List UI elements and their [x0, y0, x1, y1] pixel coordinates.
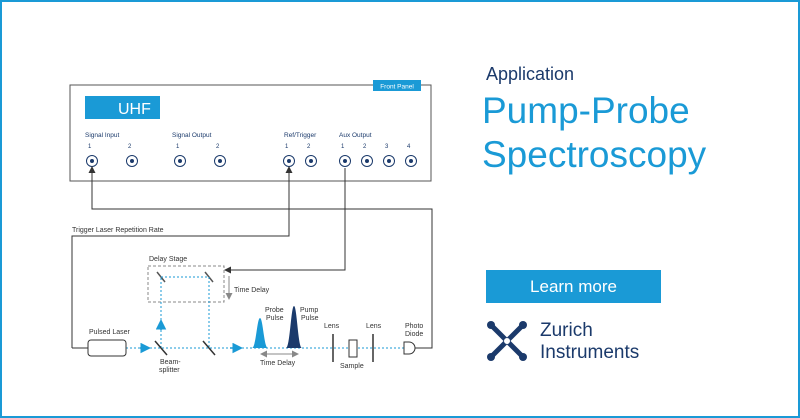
instrument-name: UHF — [118, 101, 151, 118]
port-number: 1 — [341, 144, 345, 150]
zurich-instruments-logo[interactable]: Zurich Instruments — [484, 318, 674, 364]
probe-pulse-line-1: Probe — [265, 307, 284, 314]
aux-output-label: Aux Output — [339, 132, 372, 139]
probe-pulse-line-2: Pulse — [266, 315, 284, 322]
trigger-label: Trigger Laser Repetition Rate — [72, 227, 164, 234]
title-line-2: Spectroscopy — [482, 134, 707, 175]
cables — [71, 166, 433, 349]
signal-input-label: Signal Input — [85, 132, 120, 139]
pulsed-laser-label: Pulsed Laser — [89, 329, 131, 336]
page-title: Pump-Probe Spectroscopy — [482, 89, 782, 177]
port-number: 4 — [407, 144, 411, 150]
signal-output-label: Signal Output — [172, 132, 212, 139]
learn-more-button[interactable]: Learn more — [486, 270, 661, 303]
brand-line-1: Zurich — [540, 320, 593, 341]
pump-pulse-line-2: Pulse — [301, 315, 319, 322]
brand-name: Zurich Instruments — [540, 320, 639, 364]
front-panel-tab — [373, 80, 421, 91]
bnc-connectors — [86, 155, 417, 167]
pump-pulse-line-1: Pump — [300, 307, 318, 314]
front-panel-tab-label: Front Panel — [380, 84, 414, 91]
zi-cross-icon — [487, 321, 527, 361]
port-number: 2 — [128, 144, 132, 150]
setup-diagram: Front Panel UHF Signal Input Signal Outp… — [69, 80, 433, 374]
port-number: 1 — [176, 144, 180, 150]
sample-box — [348, 339, 358, 358]
lens-1-label: Lens — [324, 323, 340, 330]
photo-diode-line-2: Diode — [405, 331, 423, 338]
instrument-name-badge — [85, 96, 160, 119]
instrument-panel: Front Panel UHF Signal Input Signal Outp… — [69, 80, 432, 182]
probe-pulse-shape — [252, 318, 268, 348]
ref-trigger-label: Ref/Trigger — [284, 132, 317, 139]
photo-diode-line-1: Photo — [405, 323, 423, 330]
time-delay-vertical-label: Time Delay — [234, 287, 270, 294]
photo-diode-shape — [403, 341, 416, 355]
brand-line-2: Instruments — [540, 342, 640, 363]
port-number: 2 — [216, 144, 220, 150]
pulsed-laser-box — [87, 339, 127, 357]
beamsplitter-mirror — [154, 340, 168, 356]
delay-stage — [147, 265, 225, 303]
combiner-mirror — [202, 340, 216, 356]
pump-pulse-shape — [286, 306, 302, 348]
port-number: 2 — [307, 144, 311, 150]
port-number: 2 — [363, 144, 367, 150]
application-subtitle: Application — [486, 64, 575, 84]
delay-stage-label: Delay Stage — [149, 256, 187, 263]
port-number: 1 — [88, 144, 92, 150]
port-number: 3 — [385, 144, 389, 150]
port-number: 1 — [285, 144, 289, 150]
time-delay-horizontal-label: Time Delay — [260, 360, 296, 367]
title-line-1: Pump-Probe — [482, 90, 690, 131]
lens-2-label: Lens — [366, 323, 382, 330]
beamsplitter-line-2: splitter — [159, 367, 180, 374]
beamsplitter-line-1: Beam- — [160, 359, 181, 366]
beam-paths — [126, 276, 404, 349]
sample-label: Sample — [340, 363, 364, 370]
